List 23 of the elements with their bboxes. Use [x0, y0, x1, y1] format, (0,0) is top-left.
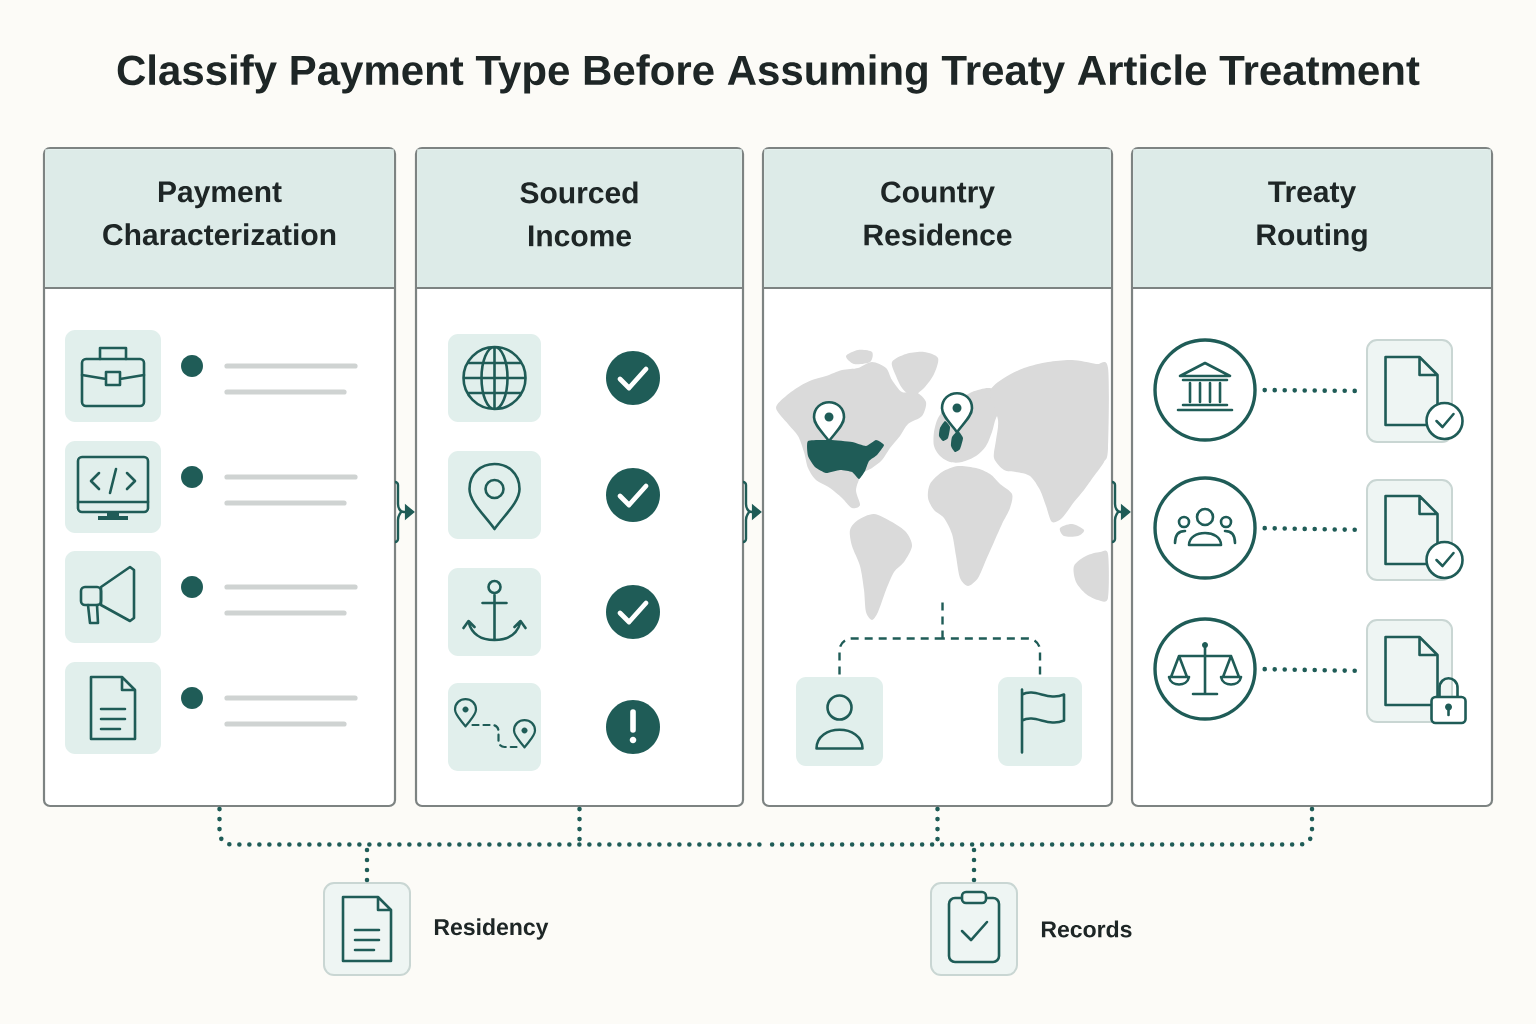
bracket-arrow: [393, 480, 415, 544]
panel-header: Treaty Routing: [1132, 149, 1492, 290]
document-check-icon: [1366, 339, 1464, 443]
bracket-arrow: [1110, 480, 1131, 544]
panel-header: Country Residence: [763, 149, 1112, 290]
world-map: [776, 349, 1109, 620]
bracket-arrow: [741, 480, 762, 544]
dotted-line: [1262, 666, 1359, 674]
node-label: Records: [1041, 920, 1132, 938]
document-check-icon: [1366, 479, 1464, 581]
dotted-connector: [217, 806, 1315, 883]
scales-icon: [1153, 617, 1257, 721]
bank-icon: [1153, 338, 1257, 442]
person-icon: [796, 677, 883, 766]
people-icon: [1153, 476, 1257, 580]
document-lock-icon: [1366, 619, 1467, 725]
node-label: Residency: [434, 918, 549, 940]
dotted-line: [1262, 525, 1359, 533]
title: Classify Payment Type Before Assuming Treaty Article Treatment: [117, 54, 1420, 94]
panel-header: Sourced Income: [416, 149, 743, 290]
dotted-line: [1262, 387, 1359, 394]
flag-icon: [998, 677, 1082, 766]
panel-header: Payment Characterization: [44, 149, 395, 290]
